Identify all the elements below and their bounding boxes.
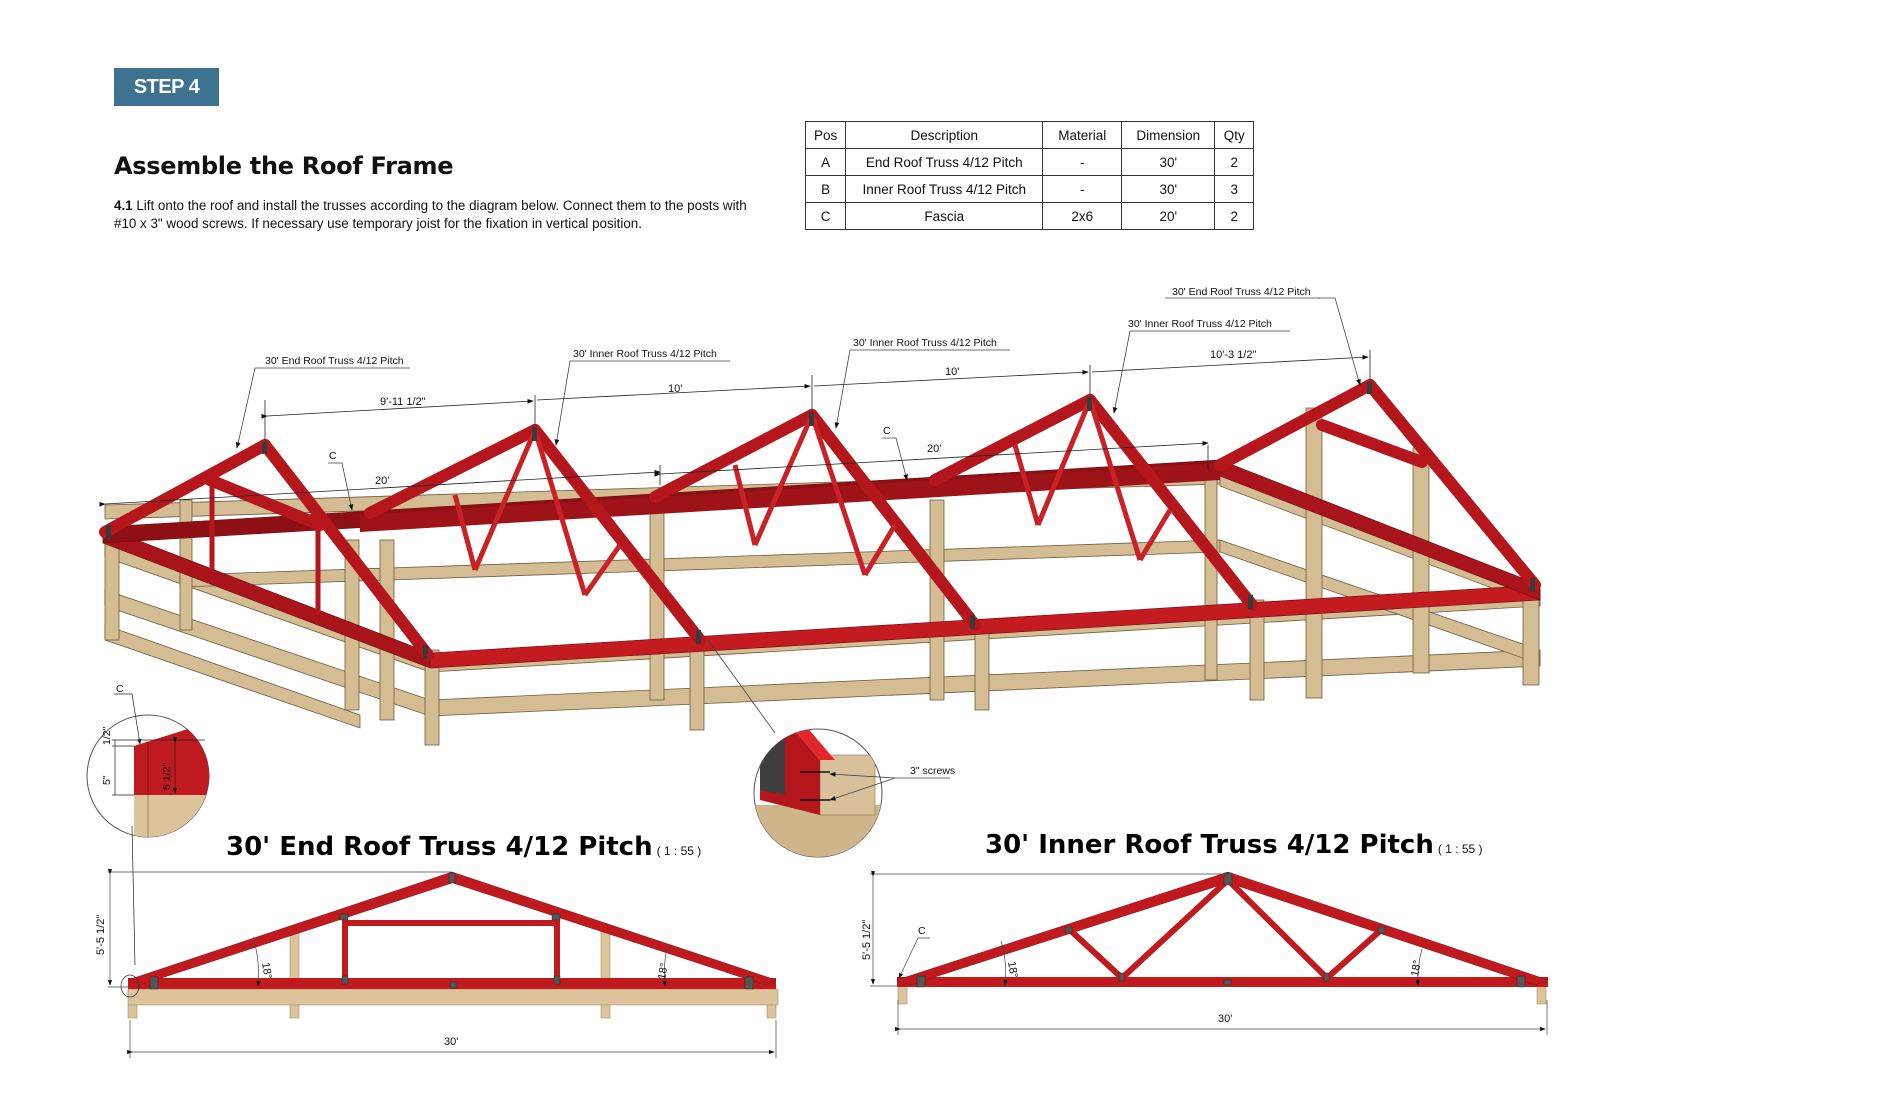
inner-truss-fascia-label: C bbox=[918, 925, 926, 937]
cell-description: Inner Roof Truss 4/12 Pitch bbox=[845, 175, 1044, 203]
callout-labels: 30' End Roof Truss 4/12 Pitch 30' Inner … bbox=[265, 286, 1311, 462]
table-row: C Fascia 2x6 20' 2 bbox=[804, 202, 1255, 230]
cell-qty: 2 bbox=[1214, 202, 1255, 230]
callout-leaders bbox=[235, 297, 1361, 511]
column-header-dimension: Dimension bbox=[1121, 121, 1216, 149]
assembly-3d-view: 9'-11 1/2" 10' 10' 10'-3 1/2" 20' 20' 30… bbox=[99, 286, 1541, 746]
table-row: B Inner Roof Truss 4/12 Pitch - 30' 3 bbox=[804, 175, 1255, 203]
spacing-3-label: 10' bbox=[945, 366, 959, 378]
cell-pos: A bbox=[804, 148, 847, 176]
cell-dimension: 20' bbox=[1121, 202, 1216, 230]
detail-screws-circle: 3" screws bbox=[707, 639, 955, 858]
cell-description: Fascia bbox=[845, 202, 1044, 230]
column-header-qty: Qty bbox=[1214, 121, 1255, 149]
column-header-description: Description bbox=[845, 121, 1044, 149]
cell-dimension: 30' bbox=[1121, 175, 1216, 203]
inner-truss-title: 30' Inner Roof Truss 4/12 Pitch( 1 : 55 … bbox=[985, 830, 1483, 860]
callout-fascia-left: C bbox=[329, 450, 337, 462]
end-truss-elevation: 30' End Roof Truss 4/12 Pitch( 1 : 55 ) bbox=[95, 832, 779, 1058]
callout-inner-truss-1: 30' Inner Roof Truss 4/12 Pitch bbox=[573, 348, 717, 360]
cell-pos: C bbox=[804, 202, 847, 230]
detail-fascia-dim-top: 1/2" bbox=[101, 726, 113, 745]
page-title: Assemble the Roof Frame bbox=[114, 152, 454, 180]
spacing-2-label: 10' bbox=[668, 383, 682, 395]
cell-material: - bbox=[1042, 175, 1123, 203]
cell-dimension: 30' bbox=[1121, 148, 1216, 176]
instruction-number: 4.1 bbox=[114, 198, 133, 213]
spacing-1-label: 9'-11 1/2" bbox=[380, 396, 426, 408]
end-truss-title: 30' End Roof Truss 4/12 Pitch( 1 : 55 ) bbox=[226, 832, 701, 862]
callout-fascia-right: C bbox=[883, 425, 891, 437]
end-truss-span: 30' bbox=[444, 1036, 458, 1048]
inner-truss-angle-left: 18° bbox=[1005, 960, 1020, 978]
cell-material: 2x6 bbox=[1042, 202, 1123, 230]
end-truss-angle-right: 18° bbox=[656, 962, 671, 980]
peak-dimension-lines bbox=[99, 350, 1371, 507]
cell-pos: B bbox=[804, 175, 847, 203]
fascia-right-length: 20' bbox=[927, 443, 941, 455]
inner-truss-angle-right: 18° bbox=[1409, 959, 1424, 977]
fascia-left-length: 20' bbox=[375, 475, 389, 487]
dimension-labels: 9'-11 1/2" 10' 10' 10'-3 1/2" 20' 20' bbox=[375, 349, 1256, 487]
detail-fascia-dim-side: 5" bbox=[101, 775, 113, 785]
end-truss-angle-left: 18° bbox=[259, 961, 274, 979]
callout-end-truss-left: 30' End Roof Truss 4/12 Pitch bbox=[265, 355, 404, 367]
detail-screws-label: 3" screws bbox=[910, 765, 955, 777]
cell-description: End Roof Truss 4/12 Pitch bbox=[845, 148, 1044, 176]
inner-truss-span: 30' bbox=[1218, 1013, 1232, 1025]
detail-fascia-label: C bbox=[116, 683, 124, 695]
step-badge: STEP 4 bbox=[114, 68, 219, 106]
callout-end-truss-right: 30' End Roof Truss 4/12 Pitch bbox=[1172, 286, 1311, 298]
instruction-text: 4.1 Lift onto the roof and install the t… bbox=[114, 197, 764, 233]
end-truss-height: 5'-5 1/2" bbox=[95, 915, 107, 955]
detail-fascia-dim-member: 5 1/2" bbox=[161, 763, 173, 790]
parts-table: Pos Description Material Dimension Qty A… bbox=[804, 121, 1255, 230]
callout-inner-truss-3: 30' Inner Roof Truss 4/12 Pitch bbox=[1128, 318, 1272, 330]
gusset-plates bbox=[106, 382, 1535, 659]
inner-truss-elevation: 30' Inner Roof Truss 4/12 Pitch( 1 : 55 … bbox=[861, 830, 1549, 1035]
column-header-material: Material bbox=[1042, 121, 1123, 149]
instruction-body: Lift onto the roof and install the truss… bbox=[114, 198, 747, 231]
table-header-row: Pos Description Material Dimension Qty bbox=[804, 121, 1255, 149]
spacing-4-label: 10'-3 1/2" bbox=[1210, 349, 1256, 361]
inner-truss-height: 5'-5 1/2" bbox=[861, 920, 873, 960]
callout-inner-truss-2: 30' Inner Roof Truss 4/12 Pitch bbox=[853, 337, 997, 349]
table-row: A End Roof Truss 4/12 Pitch - 30' 2 bbox=[804, 148, 1255, 176]
